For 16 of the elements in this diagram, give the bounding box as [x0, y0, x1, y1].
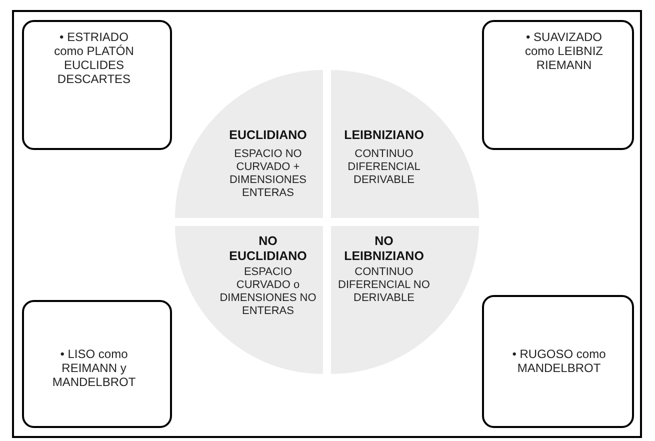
bullet-note: • RUGOSO como MANDELBROT	[511, 347, 607, 375]
quadrant-heading: NO LEIBNIZIANO	[343, 234, 425, 264]
quadrant-heading: EUCLIDIANO	[228, 128, 308, 143]
quadrant-description: CONTINUO DIFERENCIAL DERIVABLE	[346, 148, 422, 187]
bullet-note: • LISO como REIMANN y MANDELBROT	[51, 347, 137, 389]
quadrant-description: ESPACIO CURVADO o DIMENSIONES NO ENTERAS	[219, 266, 317, 318]
note-card	[22, 20, 172, 150]
quadrant-description: ESPACIO NO CURVADO + DIMENSIONES ENTERAS	[228, 148, 308, 200]
note-card	[22, 300, 172, 428]
note-card	[482, 295, 634, 428]
quadrant-heading: NO EUCLIDIANO	[228, 234, 308, 264]
bullet-note: • ESTRIADO como PLATÓN EUCLIDES DESCARTES	[53, 30, 135, 86]
quadrant-description: CONTINUO DIFERENCIAL NO DERIVABLE	[337, 266, 431, 305]
bullet-note: • SUAVIZADO como LEIBNIZ RIEMANN	[524, 30, 604, 72]
quadrant-heading: LEIBNIZIANO	[343, 128, 425, 143]
note-card	[482, 20, 634, 150]
